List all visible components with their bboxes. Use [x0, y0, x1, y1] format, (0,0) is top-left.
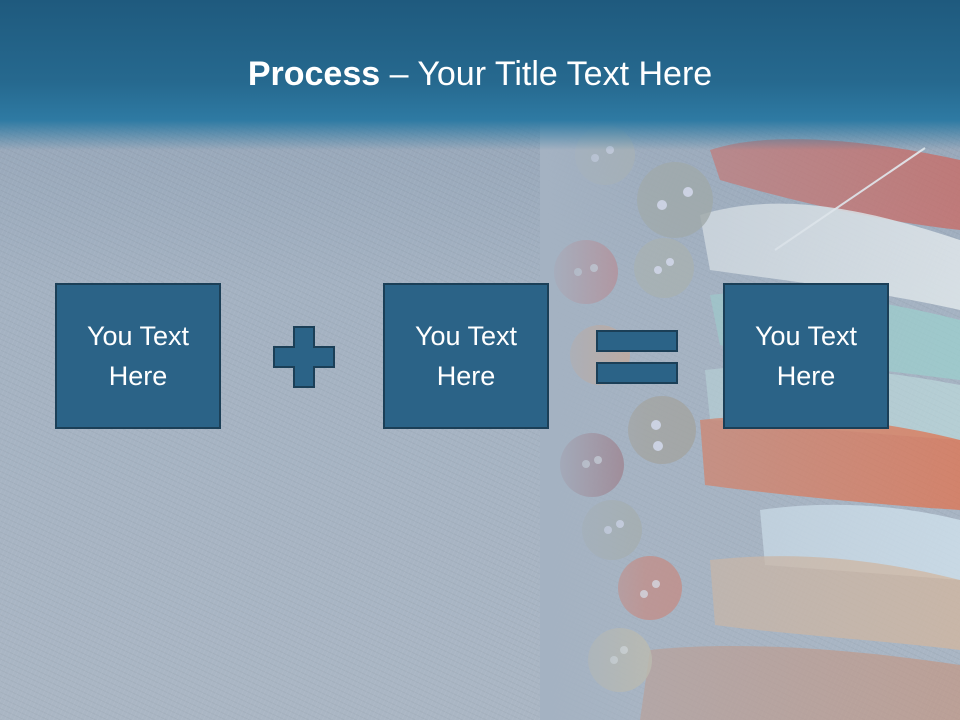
- plus-icon: [273, 326, 335, 388]
- process-box-1-text: You Text Here: [86, 321, 190, 391]
- equals-icon: [596, 330, 678, 384]
- process-box-2[interactable]: You Text Here: [383, 283, 549, 429]
- title-bar: [0, 0, 960, 150]
- process-box-3[interactable]: You Text Here: [723, 283, 889, 429]
- title-bold: Process: [247, 55, 381, 93]
- process-box-1[interactable]: You Text Here: [55, 283, 221, 429]
- title-rest: – Your Title Text Here: [380, 55, 713, 93]
- process-box-2-text: You Text Here: [414, 321, 518, 391]
- slide-title: Process – Your Title Text Here: [0, 52, 960, 96]
- process-box-3-text: You Text Here: [754, 321, 858, 391]
